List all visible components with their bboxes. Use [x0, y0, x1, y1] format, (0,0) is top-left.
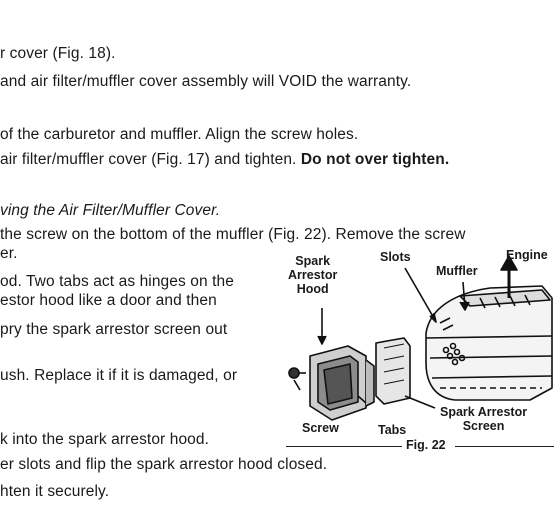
- screw-part: [288, 367, 300, 379]
- spark-arrestor-screen: [375, 337, 411, 405]
- slots-label: Slots: [380, 250, 411, 264]
- instruction-line-14: hten it securely.: [0, 483, 110, 500]
- instruction-line-10: pry the spark arrestor screen out: [0, 321, 228, 338]
- instruction-line-3: of the carburetor and muffler. Align the…: [0, 126, 359, 143]
- instruction-line-11: ush. Replace it if it is damaged, or: [0, 367, 238, 384]
- muffler-body: [425, 285, 553, 401]
- figure-22: Spark Arrestor Hood Slots Muffler Engine…: [280, 238, 554, 453]
- spark-arrestor-illustration: [288, 255, 553, 421]
- figure-caption: Fig. 22: [406, 438, 446, 452]
- figure-caption-rule-right: [455, 446, 554, 447]
- instruction-line-8: od. Two tabs act as hinges on the: [0, 273, 234, 290]
- figure-caption-rule-left: [286, 446, 402, 447]
- instruction-line-4: air filter/muffler cover (Fig. 17) and t…: [0, 151, 450, 168]
- instruction-line-7: er.: [0, 245, 18, 262]
- instruction-line-13: er slots and flip the spark arrestor hoo…: [0, 456, 328, 473]
- instruction-line-1: r cover (Fig. 18).: [0, 45, 116, 62]
- spark-arrestor-screen-label: Spark Arrestor Screen: [440, 405, 528, 433]
- tabs-label: Tabs: [378, 423, 407, 437]
- warning-line: and air filter/muffler cover assembly wi…: [0, 73, 412, 90]
- spark-arrestor-hood-label: Spark Arrestor Hood: [288, 254, 338, 296]
- instruction-line-9: estor hood like a door and then: [0, 292, 217, 309]
- screw-label: Screw: [302, 421, 339, 435]
- muffler-label: Muffler: [436, 264, 478, 278]
- engine-label: Engine: [506, 248, 548, 262]
- instruction-line-6: the screw on the bottom of the muffler (…: [0, 226, 466, 243]
- instruction-line-12: k into the spark arrestor hood.: [0, 431, 210, 448]
- section-heading: ving the Air Filter/Muffler Cover.: [0, 202, 221, 219]
